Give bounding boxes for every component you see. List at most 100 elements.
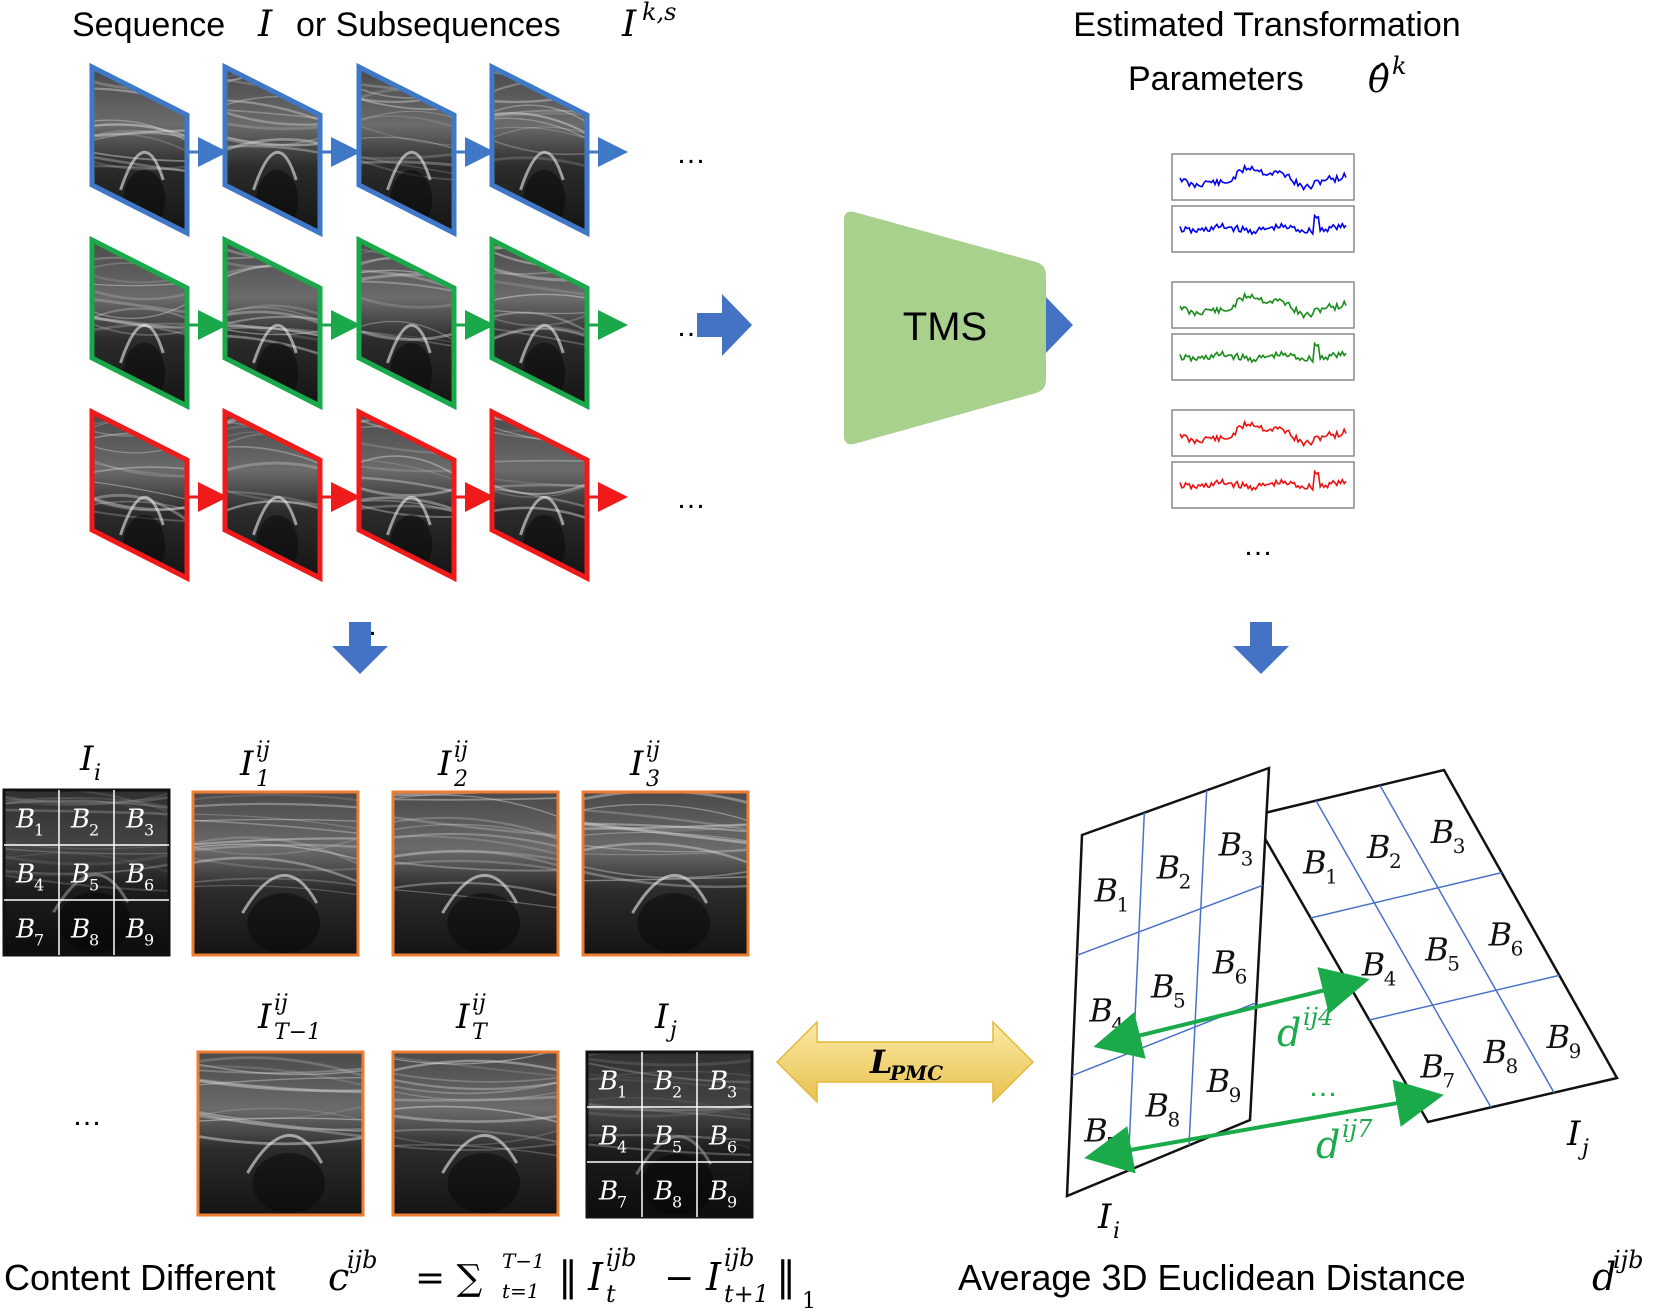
plane-label-Ii-base: I — [1097, 1197, 1112, 1237]
label-I1-sup: ij — [256, 738, 270, 763]
plane-i-block-2: B — [1156, 849, 1181, 887]
plane-i-block-5: B — [1150, 968, 1175, 1006]
plane-j-block-7: B — [1419, 1048, 1444, 1086]
block-label-j-1: B — [598, 1066, 618, 1096]
label-I1-base: I — [239, 744, 254, 784]
block-sub: 8 — [89, 930, 99, 949]
caption-left-text: Content Different — [4, 1257, 276, 1298]
frame-row-3: … — [89, 407, 706, 583]
label-I2-sub: 2 — [453, 767, 468, 792]
block-label-i-8: B — [70, 914, 90, 944]
caption-left-sum-lo: t=1 — [502, 1279, 540, 1303]
caption-left-c-sup: ijb — [347, 1246, 377, 1274]
frame-rows: ……… — [89, 62, 706, 583]
frame-row-1: … — [89, 62, 706, 238]
block-sub: 2 — [672, 1082, 682, 1101]
caption-left-norm-open: ‖ — [558, 1254, 578, 1300]
block-sub: 7 — [34, 930, 44, 949]
caption-right-d: d — [1592, 1255, 1616, 1299]
label-ITm1-sub: T−1 — [274, 1020, 321, 1045]
param-plot — [1171, 333, 1355, 381]
params-ellipsis: … — [1243, 529, 1273, 562]
plane-j-block-3: B — [1430, 813, 1455, 851]
block-label-j-4: B — [598, 1121, 618, 1151]
block-sub: 9 — [1229, 1083, 1242, 1107]
block-sub: 1 — [1117, 892, 1130, 916]
label-ITm1-sup: ij — [274, 991, 288, 1016]
label-ITm1-base: I — [257, 997, 272, 1037]
distance-ellipsis: … — [1308, 1070, 1338, 1103]
frame-row-2: … — [89, 235, 706, 411]
plane-i-block-1: B — [1094, 871, 1119, 909]
tms-label: TMS — [903, 305, 987, 349]
label-Ij: I j — [654, 997, 677, 1043]
block-sub: 6 — [144, 875, 154, 894]
plane-j-block-1: B — [1302, 843, 1327, 881]
ultrasound-frame — [222, 62, 323, 238]
caption-left: Content Different c ijb = ∑ T−1 t=1 ‖ I … — [4, 1244, 816, 1314]
ultrasound-frame — [356, 235, 457, 411]
label-IT: I ij T — [455, 991, 489, 1045]
block-sub: 2 — [1179, 870, 1192, 894]
block-sub: 7 — [617, 1192, 627, 1211]
distance-label-4: d ij4 — [1277, 1003, 1333, 1055]
block-sub: 3 — [1453, 834, 1466, 858]
ultrasound-frame — [89, 62, 190, 238]
caption-left-It1: I — [705, 1255, 722, 1299]
orange-frames — [191, 790, 750, 1217]
block-sub: 5 — [89, 875, 99, 894]
ultrasound-frame — [489, 407, 590, 583]
distance-label-4-base: d — [1277, 1011, 1301, 1055]
block-label-j-6: B — [708, 1121, 728, 1151]
arrow-down-left-icon — [332, 622, 388, 674]
block-sub: 1 — [1325, 864, 1338, 888]
plane-j-block-4: B — [1361, 945, 1386, 983]
ultrasound-frame — [489, 235, 590, 411]
block-sub: 6 — [727, 1137, 737, 1156]
caption-left-minus: − — [664, 1258, 694, 1299]
params-title: Estimated Transformation Parameters θ̂ k — [1073, 6, 1460, 101]
block-sub: 5 — [1447, 951, 1460, 975]
orange-frame — [581, 790, 750, 957]
ultrasound-frame — [489, 62, 590, 238]
label-Ii-sub: i — [94, 761, 101, 786]
block-sub: 2 — [1389, 849, 1402, 873]
row-ellipsis: … — [676, 137, 706, 170]
distance-label-4-sup: ij4 — [1303, 1003, 1333, 1031]
block-label-j-2: B — [653, 1066, 673, 1096]
param-plot — [1171, 281, 1355, 329]
sequence-title: Sequence I or Subsequences I k,s — [72, 0, 677, 45]
sequence-title-I: I — [257, 4, 273, 45]
block-sub: 6 — [1235, 965, 1248, 989]
distance-label-7: d ij7 — [1316, 1115, 1373, 1167]
block-label-i-5: B — [70, 859, 90, 889]
caption-left-It-sup: ijb — [606, 1244, 636, 1272]
loss-double-arrow-icon — [775, 1020, 1035, 1104]
orange-frame — [391, 1050, 560, 1217]
plane-j-block-9: B — [1546, 1018, 1571, 1056]
distance-label-7-sup: ij7 — [1342, 1115, 1373, 1143]
label-I3: I ij 3 — [629, 738, 660, 792]
label-I1-sub: 1 — [256, 767, 270, 792]
sequence-title-sub-I: I — [621, 4, 637, 45]
block-sub: 6 — [1511, 937, 1524, 961]
plane-j-block-2: B — [1366, 828, 1391, 866]
block-sub: 4 — [34, 875, 44, 894]
block-sub: 4 — [617, 1137, 627, 1156]
plane-label-Ii-sub: i — [1113, 1219, 1120, 1244]
loss-sub: PMC — [889, 1061, 943, 1085]
block-sub: 9 — [1569, 1039, 1582, 1063]
block-sub: 7 — [1442, 1069, 1455, 1093]
block-label-j-3: B — [708, 1066, 728, 1096]
caption-left-It1-sup: ijb — [724, 1244, 754, 1272]
block-label-i-3: B — [125, 804, 145, 834]
block-label-i-1: B — [15, 804, 35, 834]
block-sub: 9 — [727, 1192, 737, 1211]
caption-right: Average 3D Euclidean Distance d ijb — [958, 1246, 1643, 1299]
block-sub: 3 — [727, 1082, 737, 1101]
label-ITm1: I ij T−1 — [257, 991, 321, 1045]
label-I1: I ij 1 — [239, 738, 270, 792]
block-sub: 3 — [144, 820, 154, 839]
